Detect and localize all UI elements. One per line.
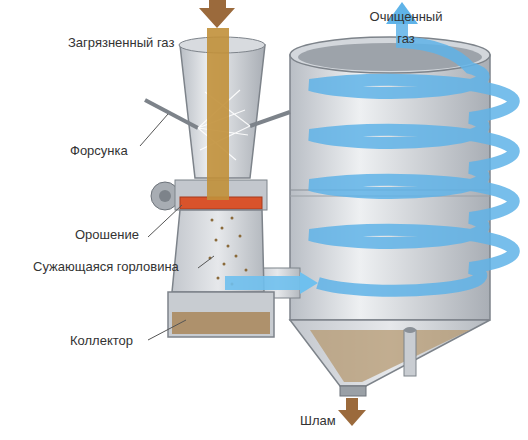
- part-label: Коллектор: [70, 330, 160, 352]
- part-label: Форсунка: [70, 140, 160, 162]
- part-label: Шлам: [300, 410, 350, 432]
- part-label: Очищенный газ: [366, 6, 446, 50]
- gas-flow-spiral: [225, 2, 514, 294]
- sludge-arrow: [338, 398, 366, 426]
- part-label: Загрязненный газ: [68, 32, 208, 54]
- part-label: Орошение: [75, 224, 165, 246]
- part-label: Сужающаяся горловина: [33, 256, 213, 278]
- leader-lines: [140, 114, 214, 340]
- dirty-gas-stream: [199, 0, 248, 286]
